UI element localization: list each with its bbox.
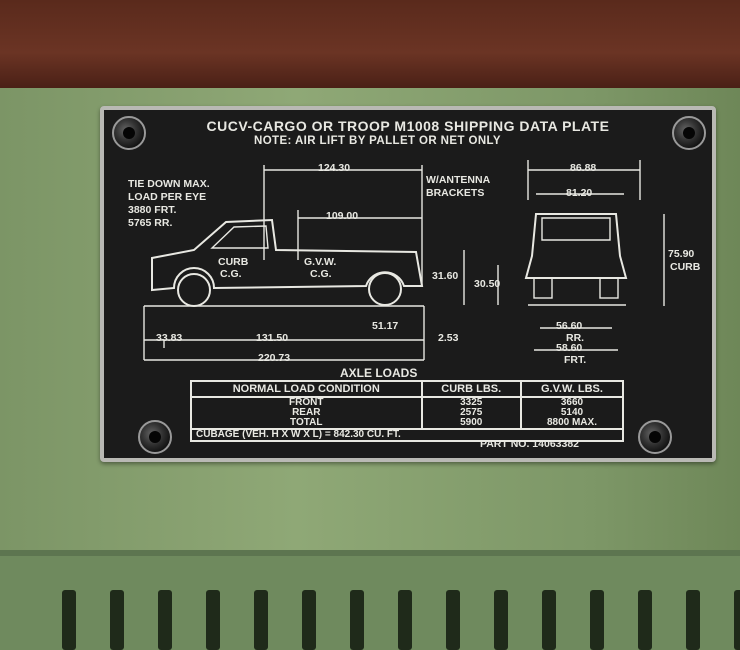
- vent-slot: [254, 590, 268, 650]
- plate-note: NOTE: AIR LIFT BY PALLET OR NET ONLY: [254, 135, 501, 147]
- label-rr: RR.: [566, 332, 585, 344]
- tie-down-line-1: TIE DOWN MAX.: [128, 178, 210, 190]
- dim-220-73: 220.73: [258, 352, 291, 364]
- vent-slot: [206, 590, 220, 650]
- vent-slot: [494, 590, 508, 650]
- part-number: PART NO. 14063382: [480, 438, 580, 450]
- dim-81-20: 81.20: [566, 187, 593, 199]
- gvw-cg-line-1: G.V.W.: [304, 256, 337, 268]
- leather-seat-edge: [0, 0, 740, 91]
- vent-slot: [542, 590, 556, 650]
- plate-title: CUCV-CARGO OR TROOP M1008 SHIPPING DATA …: [206, 118, 610, 134]
- vent-slot: [638, 590, 652, 650]
- dim-31-60: 31.60: [432, 270, 459, 282]
- dim-58-60: 58.60: [556, 342, 583, 354]
- dim-56-60: 56.60: [556, 320, 583, 332]
- axle-loads-table: NORMAL LOAD CONDITION CURB LBS. G.V.W. L…: [190, 380, 624, 442]
- vent-slot: [62, 590, 76, 650]
- dim-131-50: 131.50: [256, 332, 289, 344]
- truck-diagram: [143, 160, 665, 361]
- vent-slot: [686, 590, 700, 650]
- dim-86-88: 86.88: [570, 162, 597, 174]
- tie-down-line-4: 5765 RR.: [128, 217, 173, 229]
- antenna-line-1: W/ANTENNA: [426, 174, 491, 186]
- vent-slot: [350, 590, 364, 650]
- label-curb-right: CURB: [670, 261, 701, 273]
- table-row: TOTAL 5900 8800 MAX.: [192, 418, 622, 429]
- vent-slot: [158, 590, 172, 650]
- dim-109-00: 109.00: [326, 210, 359, 222]
- rivet-top-right: [672, 116, 706, 150]
- cubage-line: CUBAGE (VEH. H X W X L) = 842.30 CU. FT.: [192, 428, 622, 440]
- row-front-curb: 3325: [421, 397, 522, 408]
- row-total-cond: TOTAL: [192, 418, 423, 429]
- antenna-line-2: BRACKETS: [426, 187, 485, 199]
- vent-slot: [590, 590, 604, 650]
- rivet-top-left: [112, 116, 146, 150]
- gvw-cg-line-2: C.G.: [310, 268, 332, 280]
- panel-seam: [0, 550, 740, 556]
- curb-cg-line-1: CURB: [218, 256, 249, 268]
- row-rear-cond: REAR: [192, 408, 423, 418]
- vent-grille: [0, 578, 740, 650]
- table-row: FRONT 3325 3660: [192, 397, 622, 408]
- vent-slot: [734, 590, 740, 650]
- dim-30-50: 30.50: [474, 278, 501, 290]
- dim-33-83: 33.83: [156, 332, 183, 344]
- header-curb: CURB LBS.: [421, 382, 522, 398]
- dim-51-17: 51.17: [372, 320, 399, 332]
- row-total-curb: 5900: [421, 418, 522, 429]
- header-gvw: G.V.W. LBS.: [520, 382, 622, 398]
- table-row: REAR 2575 5140: [192, 408, 622, 418]
- vent-slot: [302, 590, 316, 650]
- row-rear-gvw: 5140: [560, 407, 584, 418]
- rivet-bottom-right: [638, 420, 672, 454]
- axle-loads-title: AXLE LOADS: [340, 366, 418, 380]
- vent-slot: [398, 590, 412, 650]
- tie-down-line-3: 3880 FRT.: [128, 204, 177, 216]
- shipping-data-plate: CUCV-CARGO OR TROOP M1008 SHIPPING DATA …: [100, 106, 716, 462]
- label-frt: FRT.: [564, 354, 587, 366]
- vent-slot: [110, 590, 124, 650]
- row-front-gvw: 3660: [560, 397, 584, 408]
- curb-cg-line-2: C.G.: [220, 268, 242, 280]
- dim-124-30: 124.30: [318, 162, 351, 174]
- dim-75-90: 75.90: [668, 248, 695, 260]
- tie-down-line-2: LOAD PER EYE: [128, 191, 207, 203]
- dim-2-53: 2.53: [438, 332, 459, 344]
- header-condition: NORMAL LOAD CONDITION: [192, 382, 423, 398]
- rivet-bottom-left: [138, 420, 172, 454]
- row-rear-curb: 2575: [421, 408, 522, 418]
- row-front-cond: FRONT: [192, 397, 423, 408]
- row-total-gvw: 8800 MAX.: [546, 417, 597, 428]
- vent-slot: [446, 590, 460, 650]
